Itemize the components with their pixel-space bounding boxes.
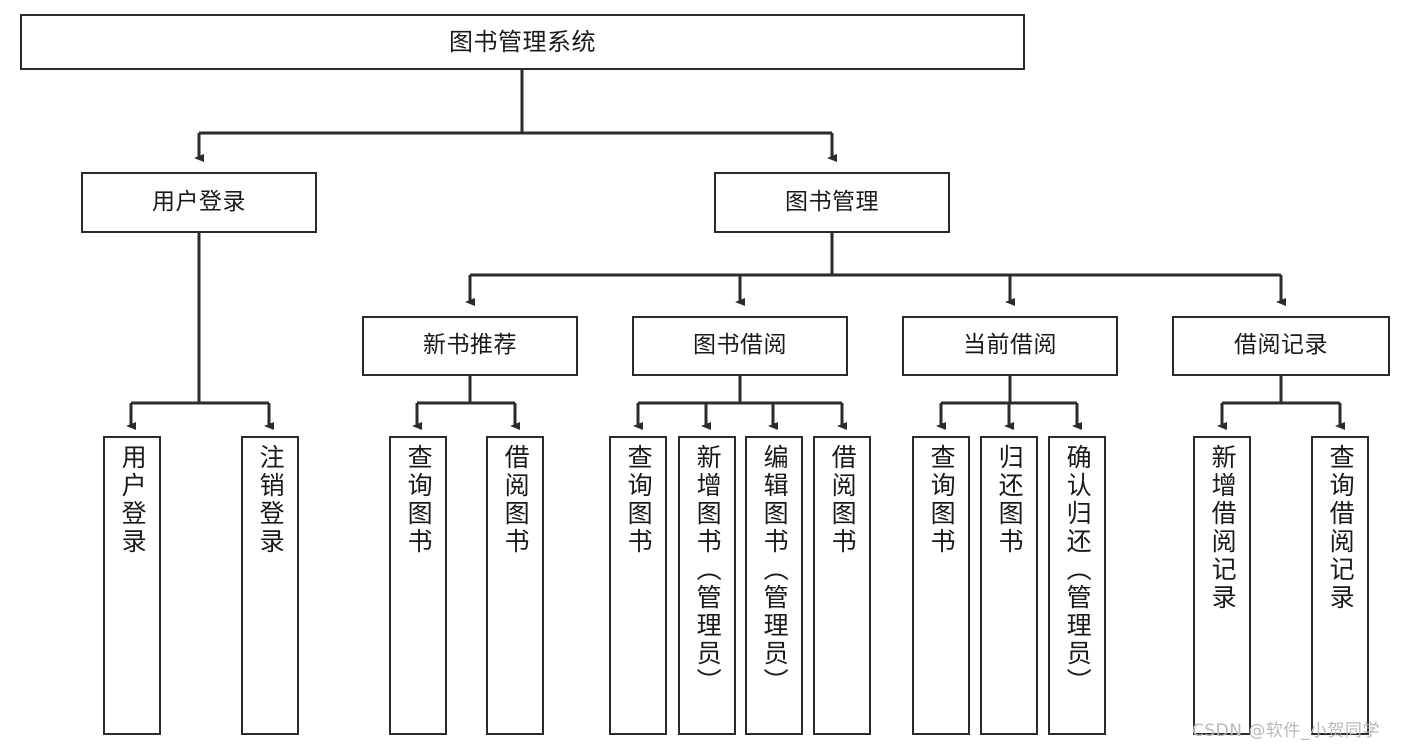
node-label: 借阅图书 xyxy=(828,444,858,556)
node-label: 新书推荐 xyxy=(423,332,517,359)
node-leaf-query-book-newbook[interactable]: 查询图书 xyxy=(389,436,447,735)
node-label: 确认归还（管理员） xyxy=(1063,444,1093,696)
node-leaf-add-borrow-record[interactable]: 新增借阅记录 xyxy=(1193,436,1251,735)
node-label: 用户登录 xyxy=(152,188,246,215)
node-label: 归还图书 xyxy=(995,444,1025,556)
node-user-login[interactable]: 用户登录 xyxy=(81,172,317,233)
node-leaf-borrow-book-newbook[interactable]: 借阅图书 xyxy=(486,436,544,735)
node-leaf-edit-book-admin[interactable]: 编辑图书（管理员） xyxy=(745,436,803,735)
node-label: 图书管理 xyxy=(785,188,879,215)
node-leaf-query-borrow-record[interactable]: 查询借阅记录 xyxy=(1311,436,1369,735)
node-label: 新增借阅记录 xyxy=(1208,444,1238,612)
node-label: 注销登录 xyxy=(256,444,286,556)
node-label: 图书管理系统 xyxy=(449,27,596,56)
node-leaf-logout[interactable]: 注销登录 xyxy=(241,436,299,735)
node-label: 用户登录 xyxy=(118,444,148,556)
node-current-borrow[interactable]: 当前借阅 xyxy=(902,316,1118,376)
node-new-book-recommend[interactable]: 新书推荐 xyxy=(362,316,578,376)
node-label: 新增图书（管理员） xyxy=(693,444,723,696)
node-label: 借阅记录 xyxy=(1234,332,1328,359)
node-label: 查询图书 xyxy=(927,444,957,556)
node-label: 图书借阅 xyxy=(693,332,787,359)
node-root-system[interactable]: 图书管理系统 xyxy=(20,14,1025,70)
node-label: 查询图书 xyxy=(404,444,434,556)
watermark-text: CSDN @软件_小贺同学 xyxy=(1192,721,1380,741)
node-label: 当前借阅 xyxy=(963,332,1057,359)
node-leaf-confirm-return-admin[interactable]: 确认归还（管理员） xyxy=(1048,436,1106,735)
node-leaf-borrow-book[interactable]: 借阅图书 xyxy=(813,436,871,735)
node-label: 编辑图书（管理员） xyxy=(760,444,790,696)
node-leaf-query-book-current[interactable]: 查询图书 xyxy=(912,436,970,735)
node-book-borrow[interactable]: 图书借阅 xyxy=(632,316,848,376)
node-label: 查询借阅记录 xyxy=(1326,444,1356,612)
node-label: 查询图书 xyxy=(624,444,654,556)
node-leaf-add-book-admin[interactable]: 新增图书（管理员） xyxy=(678,436,736,735)
node-borrow-record[interactable]: 借阅记录 xyxy=(1172,316,1390,376)
node-label: 借阅图书 xyxy=(501,444,531,556)
node-leaf-return-book[interactable]: 归还图书 xyxy=(980,436,1038,735)
node-book-management[interactable]: 图书管理 xyxy=(714,172,950,233)
node-leaf-user-login[interactable]: 用户登录 xyxy=(103,436,161,735)
node-leaf-query-book[interactable]: 查询图书 xyxy=(609,436,667,735)
